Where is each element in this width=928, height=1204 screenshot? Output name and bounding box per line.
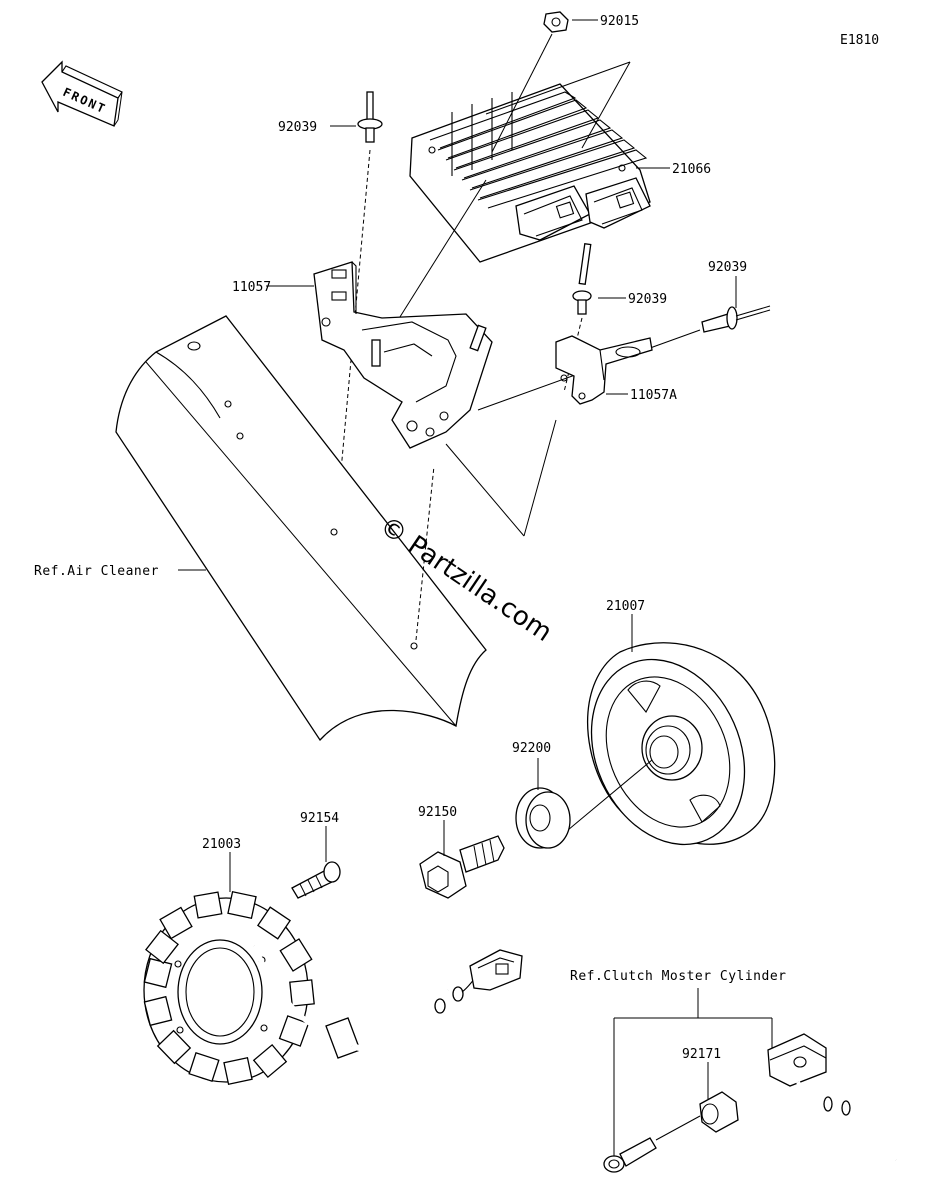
label-11057: 11057 bbox=[232, 280, 271, 295]
diagram-code: E1810 bbox=[840, 33, 879, 48]
rivet-92039-right bbox=[572, 243, 592, 315]
label-92200: 92200 bbox=[512, 741, 551, 756]
label-92150: 92150 bbox=[418, 805, 457, 820]
label-92039-right: 92039 bbox=[628, 292, 667, 307]
regulator-rectifier bbox=[409, 83, 651, 263]
stator-21003 bbox=[143, 890, 315, 1086]
rivet-92039-horizontal bbox=[701, 305, 771, 333]
label-92039-top: 92039 bbox=[278, 120, 317, 135]
label-92171: 92171 bbox=[682, 1047, 721, 1062]
ref-clutch-master-cylinder: Ref.Clutch Moster Cylinder bbox=[570, 969, 787, 984]
label-92154: 92154 bbox=[300, 811, 339, 826]
spacer-92171 bbox=[699, 1091, 739, 1133]
label-21003: 21003 bbox=[202, 837, 241, 852]
bolt-92150 bbox=[419, 835, 505, 899]
flywheel-21007 bbox=[586, 642, 776, 846]
ref-air-cleaner: Ref.Air Cleaner bbox=[34, 564, 159, 579]
front-arrow-icon: FRONT bbox=[41, 60, 123, 127]
bracket-11057 bbox=[313, 261, 493, 449]
rivet-92039-top bbox=[357, 91, 383, 143]
air-cleaner-reference bbox=[115, 315, 487, 742]
label-21066: 21066 bbox=[672, 162, 711, 177]
screw-92154 bbox=[291, 861, 341, 899]
nut-92015 bbox=[543, 11, 569, 33]
label-92039-horizontal: 92039 bbox=[708, 260, 747, 275]
label-11057a: 11057A bbox=[630, 388, 677, 403]
spacer-92200 bbox=[515, 787, 571, 849]
label-21007: 21007 bbox=[606, 599, 645, 614]
clutch-bolt bbox=[603, 1137, 657, 1173]
label-92015: 92015 bbox=[600, 14, 639, 29]
stator-harness bbox=[251, 944, 523, 1059]
clutch-switch bbox=[767, 1033, 898, 1162]
bracket-11057a bbox=[555, 335, 653, 405]
